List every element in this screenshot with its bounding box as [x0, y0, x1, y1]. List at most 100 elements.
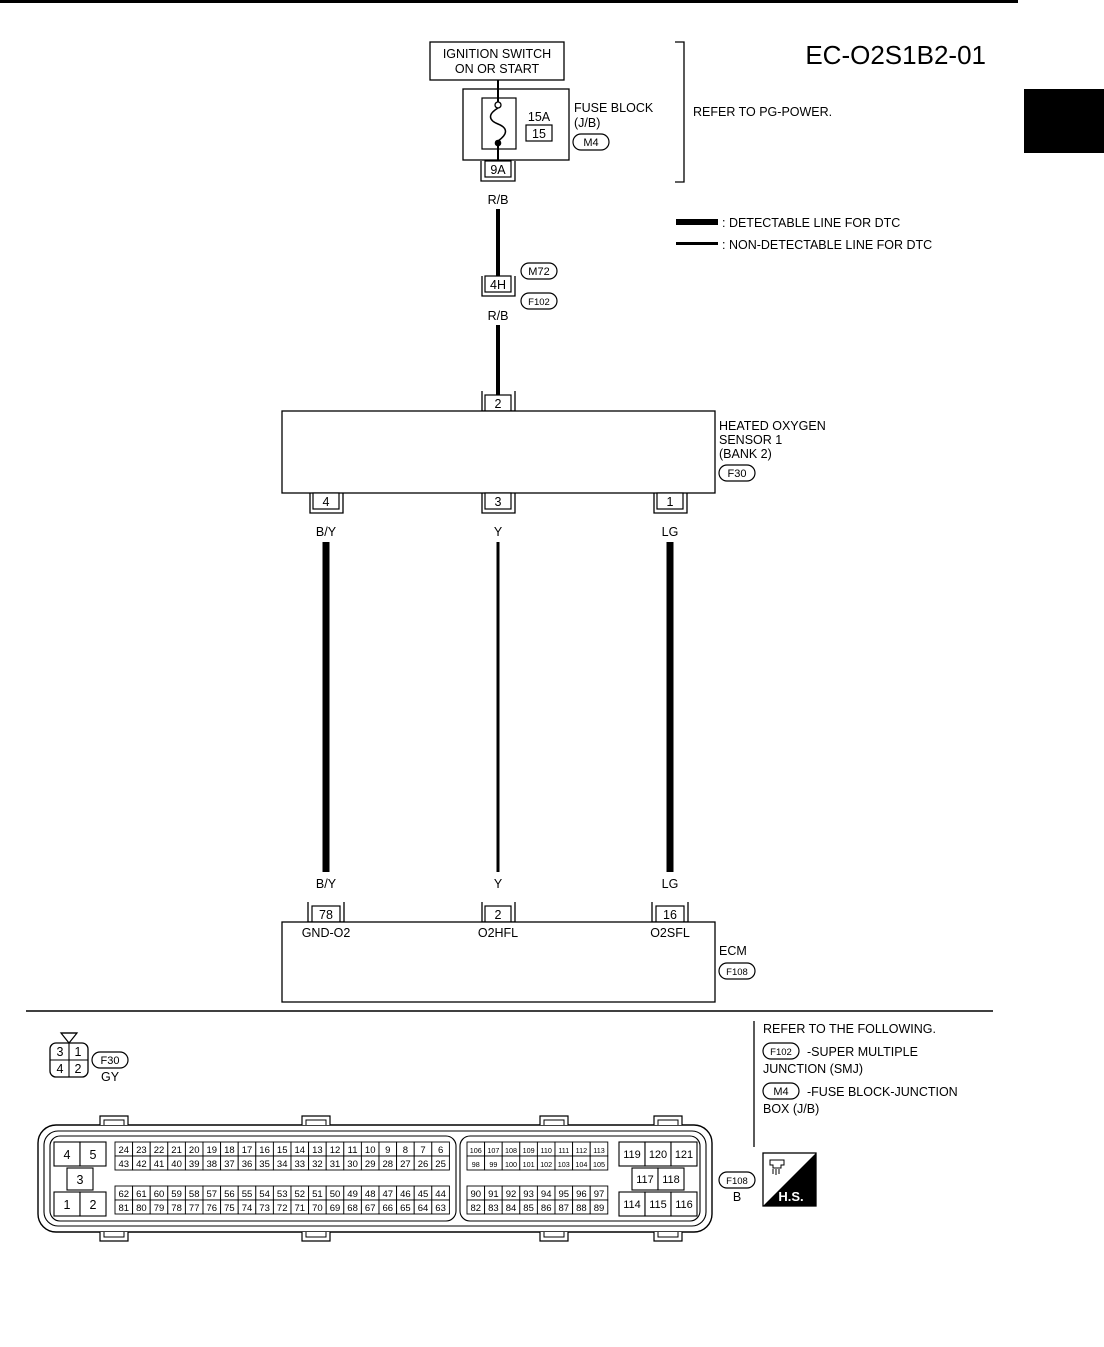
connector-badge	[91, 1051, 129, 1069]
pin-label: 48	[365, 1189, 376, 1200]
refer-item1-connector: F102	[770, 1047, 792, 1058]
svg-text:1: 1	[75, 1045, 82, 1059]
svg-text:4H: 4H	[490, 278, 506, 292]
connector-badge	[718, 962, 756, 980]
joint-connector-top: M72	[528, 266, 549, 278]
pin-label: 7	[420, 1145, 425, 1156]
sensor-line1: HEATED OXYGEN	[719, 419, 826, 433]
pin-label: 86	[541, 1203, 552, 1214]
pin-label: 71	[295, 1203, 306, 1214]
connector-badge	[718, 1171, 756, 1189]
pin-label: 82	[471, 1203, 482, 1214]
pin-label: 54	[259, 1189, 270, 1200]
pin-label: 50	[330, 1189, 341, 1200]
svg-text:5: 5	[90, 1148, 97, 1162]
pin-label: 30	[347, 1159, 358, 1170]
connector-badge	[762, 1082, 800, 1100]
pin-label: 36	[242, 1159, 253, 1170]
svg-text:117: 117	[636, 1174, 654, 1186]
wire-y-upper-label: Y	[494, 525, 503, 539]
svg-text:H.S.: H.S.	[778, 1189, 803, 1204]
ecm-terminal-78: 78	[307, 902, 345, 923]
connector-badge	[572, 133, 610, 151]
pin-label: 43	[119, 1159, 130, 1170]
pin-label: 105	[593, 1160, 605, 1169]
f108-face-color: B	[733, 1190, 741, 1204]
f30-face-connector: F30	[101, 1055, 120, 1067]
pin-label: 53	[277, 1189, 288, 1200]
pin-label: 24	[119, 1145, 130, 1156]
svg-text:3: 3	[57, 1045, 64, 1059]
joint-connector-bottom: F102	[528, 297, 550, 308]
pin-label: 21	[171, 1145, 182, 1156]
pin-label: 100	[505, 1160, 517, 1169]
fuse-block-connector: M4	[583, 137, 598, 149]
svg-text:3: 3	[77, 1173, 84, 1187]
pin-label: 74	[242, 1203, 253, 1214]
pin-label: 38	[207, 1159, 218, 1170]
pin-label: 56	[224, 1189, 235, 1200]
pin-label: 39	[189, 1159, 200, 1170]
pin-label: 73	[259, 1203, 270, 1214]
pin-label: 89	[594, 1203, 605, 1214]
pin-label: 112	[576, 1146, 587, 1155]
pin-label: 14	[295, 1145, 306, 1156]
diagram-id: EC-O2S1B2-01	[805, 40, 986, 70]
ecm-pin-o2sfl: O2SFL	[650, 926, 690, 940]
ecm-face-outer	[37, 1124, 713, 1233]
pin-label: 25	[435, 1159, 446, 1170]
pin-label: 18	[224, 1145, 235, 1156]
svg-text:4: 4	[323, 495, 330, 509]
ecm-box	[281, 921, 716, 1003]
pin-label: 45	[418, 1189, 429, 1200]
svg-text:9A: 9A	[490, 163, 506, 177]
pin-label: 19	[207, 1145, 218, 1156]
pin-label: 64	[418, 1203, 429, 1214]
pin-label: 87	[559, 1203, 570, 1214]
legend-detectable-line	[676, 219, 718, 225]
ecm-pin-o2hfl: O2HFL	[478, 926, 518, 940]
connector-badge	[762, 1042, 800, 1060]
svg-text:2: 2	[90, 1198, 97, 1212]
pin-label: 37	[224, 1159, 235, 1170]
pin-label: 107	[487, 1146, 499, 1155]
harness-side-icon: H.S.	[762, 1152, 817, 1207]
pin-cell	[431, 1155, 450, 1171]
pin-label: 32	[312, 1159, 323, 1170]
pin-label: 88	[576, 1203, 587, 1214]
pin-label: 33	[295, 1159, 306, 1170]
pin-label: 101	[523, 1160, 535, 1169]
svg-text:2: 2	[495, 908, 502, 922]
svg-text:115: 115	[649, 1199, 667, 1211]
connector-badge	[520, 292, 558, 310]
refer-item2-line1: -FUSE BLOCK-JUNCTION	[807, 1085, 958, 1099]
ecm-connector: F108	[726, 967, 748, 978]
ecm-terminal-2: 2	[481, 902, 516, 923]
pin-label: 51	[312, 1189, 323, 1200]
pin-label: 94	[541, 1189, 552, 1200]
pin-label: 61	[136, 1189, 147, 1200]
pin-label: 83	[488, 1203, 499, 1214]
refer-item2-line2: BOX (J/B)	[763, 1102, 819, 1116]
svg-text:114: 114	[623, 1199, 641, 1211]
ecm-name: ECM	[719, 944, 747, 958]
pin-label: 103	[558, 1160, 570, 1169]
sensor-terminal-3: 3	[481, 492, 516, 514]
pin-label: 49	[347, 1189, 358, 1200]
wire-rb-upper-label: R/B	[488, 193, 509, 207]
pin-label: 57	[207, 1189, 218, 1200]
pin-label: 34	[277, 1159, 288, 1170]
power-bracket	[675, 41, 685, 183]
fuse-amp: 15A	[528, 110, 551, 124]
pin-label: 23	[136, 1145, 147, 1156]
fuse-top-node	[494, 101, 502, 109]
pin-label: 44	[435, 1189, 446, 1200]
pin-label: 97	[594, 1189, 605, 1200]
svg-text:116: 116	[675, 1199, 693, 1211]
pin-label: 92	[506, 1189, 517, 1200]
pin-label: 10	[365, 1145, 376, 1156]
pin-label: 93	[523, 1189, 534, 1200]
wire-lg-lower-label: LG	[662, 877, 679, 891]
pin-label: 16	[259, 1145, 270, 1156]
